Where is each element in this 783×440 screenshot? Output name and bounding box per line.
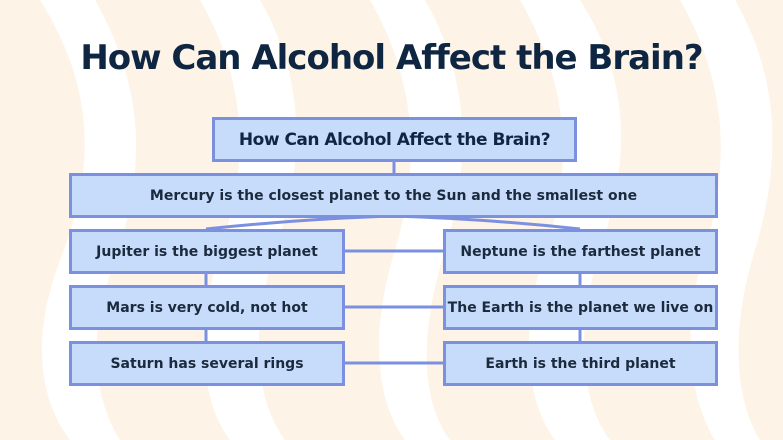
left-node-2: Mars is very cold, not hot — [69, 285, 345, 330]
level1-node: Mercury is the closest planet to the Sun… — [69, 173, 718, 218]
right-node-1: Neptune is the farthest planet — [443, 229, 718, 274]
left-node-3-label: Saturn has several rings — [110, 355, 304, 372]
right-node-1-label: Neptune is the farthest planet — [460, 243, 701, 260]
level1-node-label: Mercury is the closest planet to the Sun… — [149, 187, 638, 204]
root-node-label: How Can Alcohol Affect the Brain? — [238, 129, 551, 150]
right-node-2: The Earth is the planet we live on — [443, 285, 718, 330]
left-node-2-label: Mars is very cold, not hot — [106, 299, 308, 316]
left-node-1: Jupiter is the biggest planet — [69, 229, 345, 274]
left-node-1-label: Jupiter is the biggest planet — [96, 243, 318, 260]
right-node-2-label: The Earth is the planet we live on — [447, 299, 714, 316]
right-node-3-label: Earth is the third planet — [485, 355, 676, 372]
right-node-3: Earth is the third planet — [443, 341, 718, 386]
slide-title: How Can Alcohol Affect the Brain? — [80, 38, 703, 78]
root-node: How Can Alcohol Affect the Brain? — [212, 117, 577, 162]
left-node-3: Saturn has several rings — [69, 341, 345, 386]
